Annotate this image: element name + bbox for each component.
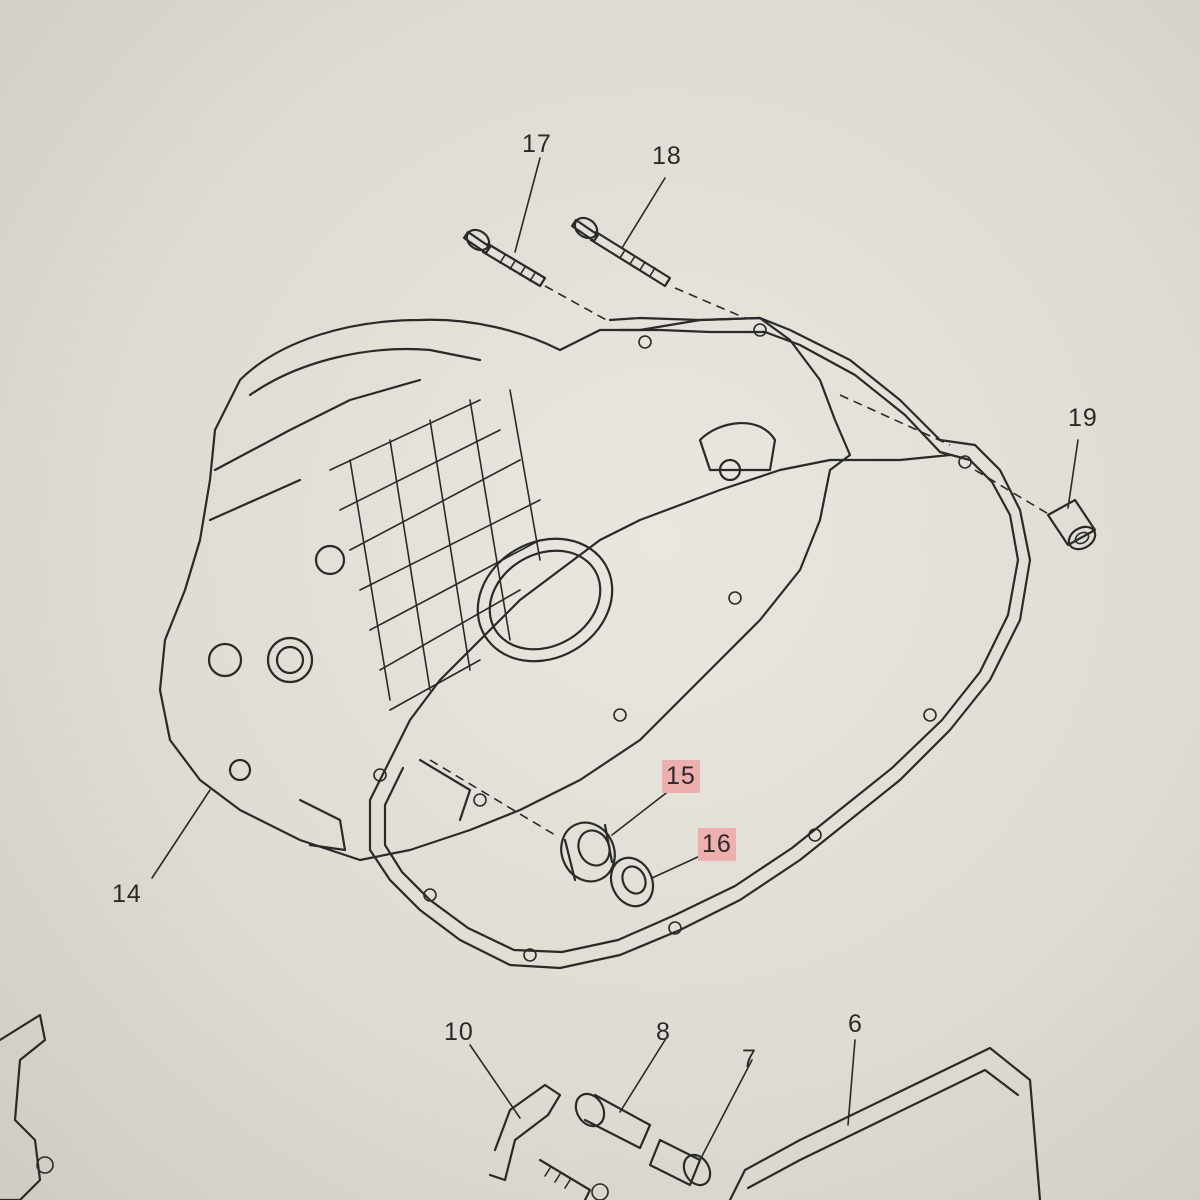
leader-6 [847, 1039, 856, 1126]
crankcase-cover-14 [158, 316, 852, 862]
gasket [368, 316, 1032, 970]
callout-14: 14 [112, 880, 142, 908]
leader-17 [514, 157, 541, 253]
bolt-18 [570, 216, 672, 288]
lower-assembly [0, 1013, 1042, 1200]
leader-18 [621, 177, 666, 249]
callout-18: 18 [652, 142, 682, 170]
leader-10 [469, 1044, 521, 1119]
callout-7: 7 [742, 1045, 757, 1073]
leader-16 [651, 855, 701, 879]
callout-6: 6 [848, 1010, 863, 1038]
bolt-18-axis-line [674, 287, 746, 319]
callout-16-highlighted: 16 [698, 828, 736, 861]
dowel-19 [839, 394, 1097, 551]
bolt-17-axis-line [544, 285, 611, 323]
callout-19: 19 [1068, 404, 1098, 432]
leader-15 [611, 789, 671, 836]
callout-8: 8 [656, 1018, 671, 1046]
leader-14 [151, 789, 211, 879]
oil-seal-15 [429, 759, 671, 883]
leader-7 [699, 1059, 753, 1161]
circlip-16 [609, 855, 701, 908]
leader-19 [1067, 439, 1079, 509]
callout-15-highlighted: 15 [662, 760, 700, 793]
callout-10: 10 [444, 1018, 474, 1046]
leader-8 [619, 1039, 666, 1113]
bolt-17 [462, 228, 547, 288]
callout-17: 17 [522, 130, 552, 158]
